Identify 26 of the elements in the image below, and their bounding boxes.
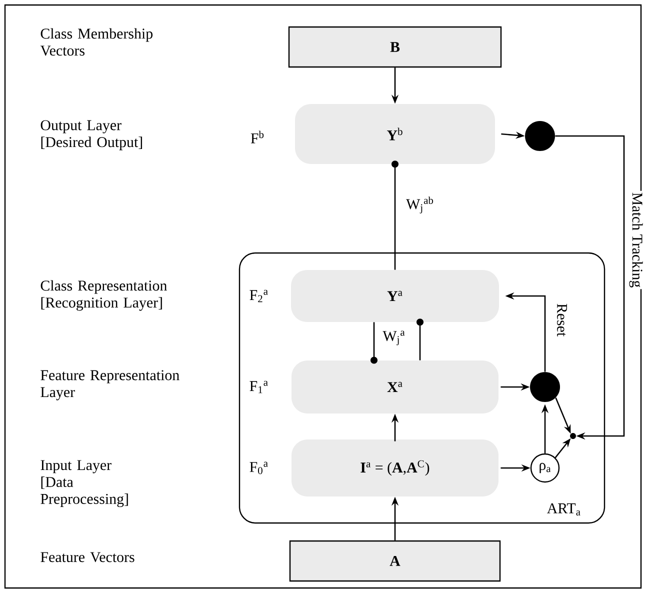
input-box: A (289, 540, 501, 582)
node-circle (525, 120, 555, 151)
arrow (392, 160, 398, 270)
edge-label: Reset (556, 302, 568, 338)
layer-caption: Feature Vectors (40, 552, 134, 562)
edge-label: W$_{j}$ab (404, 195, 436, 215)
layer-symbol: F$^{b}$ (250, 130, 264, 144)
layer-symbol: F$_{2}$a (250, 290, 268, 302)
layer-caption: Class Membership Vectors (40, 28, 153, 56)
layer-box: X$^{a}$ (292, 360, 498, 414)
layer-caption: Feature Representation Layer (40, 370, 180, 400)
arrow (555, 135, 625, 440)
layer-box: Y$^{a}$ (291, 270, 499, 322)
layer-symbol: F$_{1}$a (250, 380, 268, 394)
node-circle (530, 372, 560, 402)
edge-label: W$_{j}$a (381, 329, 407, 347)
arrow (370, 322, 378, 364)
layer-box: I$^{a}$ = (A,A$^{C}$) (292, 439, 498, 496)
layer-caption: Input Layer [Data Preprocessing] (40, 460, 128, 508)
input-box: B (288, 26, 502, 68)
layer-caption: Class Representation [Recognition Layer] (40, 280, 167, 311)
layer-box: Y$^{b}$ (295, 104, 495, 164)
edge-label: Match Tracking (628, 190, 644, 290)
layer-symbol: F$_{0}$a (250, 462, 268, 474)
arrow (416, 318, 424, 360)
layer-caption: Output Layer [Desired Output] (40, 120, 142, 150)
